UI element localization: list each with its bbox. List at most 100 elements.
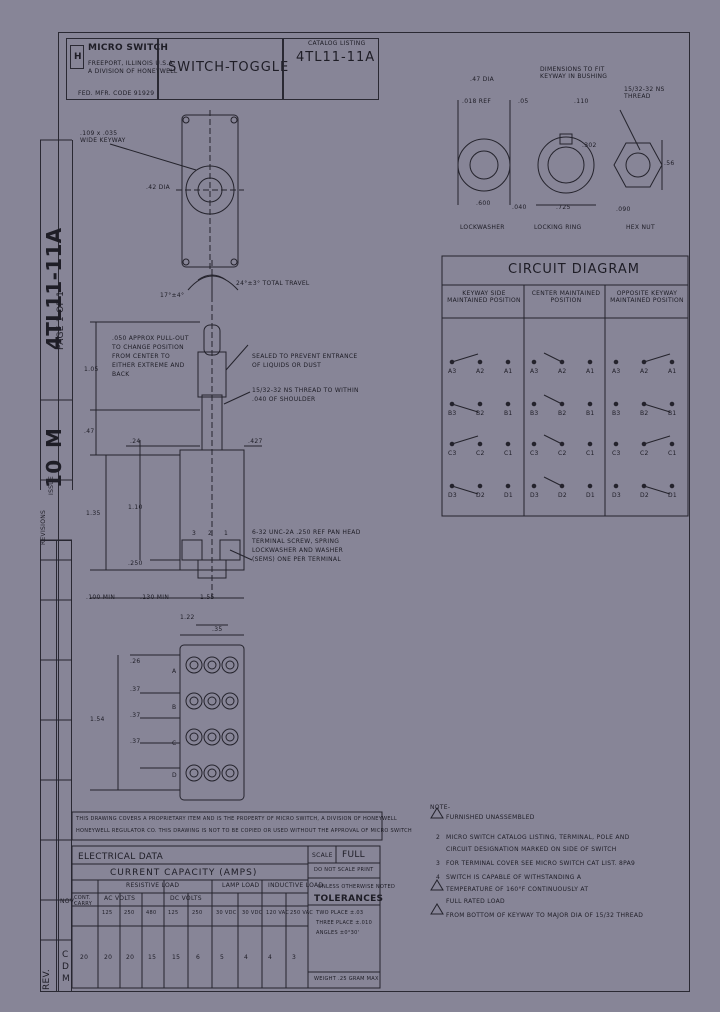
strip-line <box>72 140 73 490</box>
elec-col-header: 30 VDC <box>216 910 237 916</box>
dim: 1.10 <box>128 504 143 511</box>
circuit-contact <box>587 441 593 447</box>
circuit-contact <box>477 359 483 365</box>
dim: 1.05 <box>84 366 99 373</box>
circuit-blade <box>643 485 671 495</box>
circuit-blade <box>543 434 563 445</box>
circuit-contact <box>505 359 511 365</box>
hw-dim: .110 <box>574 98 589 105</box>
circuit-blade <box>451 403 479 413</box>
rev-code: M <box>62 974 71 984</box>
elec-value: 4 <box>268 954 273 961</box>
circuit-terminal-label: C1 <box>504 450 513 457</box>
circuit-terminal-label: B2 <box>640 410 649 417</box>
circuit-terminal-label: C1 <box>668 450 677 457</box>
dim: 1.35 <box>86 510 101 517</box>
circuit-terminal-label: C2 <box>476 450 485 457</box>
circuit-terminal-label: C2 <box>558 450 567 457</box>
tolerances-label: TOLERANCES <box>314 894 384 904</box>
locking-ring-label: LOCKING RING <box>534 224 582 231</box>
circuit-terminal-label: C3 <box>612 450 621 457</box>
circuit-col1: KEYWAY SIDE MAINTAINED POSITION <box>447 290 521 304</box>
lamp-label: LAMP LOAD <box>222 882 260 889</box>
circuit-terminal-label: D3 <box>530 492 540 499</box>
circuit-blade <box>643 435 671 445</box>
company-logo: H <box>70 45 84 69</box>
circuit-terminal-label: D2 <box>558 492 568 499</box>
elec-value: 15 <box>172 954 181 961</box>
circuit-contact <box>477 441 483 447</box>
note-line: FOR TERMINAL COVER SEE MICRO SWITCH CAT … <box>446 860 636 867</box>
dim: .24 <box>130 438 141 445</box>
terminal-screw <box>185 656 203 674</box>
dim: .47 <box>84 428 95 435</box>
volts-ac: AC VOLTS <box>104 895 136 902</box>
circuit-terminal-label: D3 <box>448 492 458 499</box>
scale-label: SCALE <box>312 852 333 859</box>
circuit-terminal-label: B3 <box>448 410 457 417</box>
terminal-screw-head <box>189 660 199 670</box>
circuit-contact <box>531 483 537 489</box>
keyway-note-main: .109 x .035 WIDE KEYWAY <box>80 130 126 144</box>
circuit-contact <box>505 483 511 489</box>
dim: 1.55 <box>200 594 215 601</box>
circuit-terminal-label: B1 <box>504 410 513 417</box>
elec-col-header: 120 VAC <box>266 910 290 916</box>
volts-dc: DC VOLTS <box>170 895 202 902</box>
catalog-number: 4TL11-11A <box>296 50 376 65</box>
dim: .37 <box>130 712 141 719</box>
terminal-screw-head <box>207 732 217 742</box>
terminal-number: 3 <box>192 530 197 537</box>
thread-note-main: 15/32-32 NS THREAD TO WITHIN .040 OF SHO… <box>252 387 359 403</box>
elec-value: 15 <box>148 954 157 961</box>
terminal-screw <box>221 692 239 710</box>
hw-dim: .302 <box>582 142 597 149</box>
part-name-block <box>158 38 283 100</box>
terminal-screw-head <box>225 768 235 778</box>
circuit-contact <box>613 441 619 447</box>
electrical-heading: ELECTRICAL DATA <box>78 852 164 862</box>
note-line: FURNISHED UNASSEMBLED <box>446 814 535 821</box>
grid-line <box>56 540 57 992</box>
company-block <box>66 38 158 100</box>
circuit-contact <box>613 483 619 489</box>
hw-dim: .725 <box>556 204 571 211</box>
circuit-terminal-label: C1 <box>586 450 595 457</box>
catalog-heading: CATALOG LISTING <box>308 40 366 47</box>
company-name: MICRO SWITCH <box>88 43 169 53</box>
terminal-screw-head <box>225 660 235 670</box>
weight-label: WEIGHT .25 GRAM MAX <box>314 976 379 982</box>
donot-label: DO NOT SCALE PRINT <box>314 867 374 873</box>
circuit-title: CIRCUIT DIAGRAM <box>508 262 640 277</box>
circuit-terminal-label: A1 <box>668 368 677 375</box>
row-label: A <box>172 668 177 675</box>
hw-dim: .600 <box>476 200 491 207</box>
circuit-contact <box>587 359 593 365</box>
circuit-terminal-label: A2 <box>640 368 649 375</box>
travel-label: 24°±3° TOTAL TRAVEL <box>236 280 310 287</box>
note-line: TEMPERATURE OF 160°F CONTINUOUSLY AT <box>446 886 589 893</box>
terminal-screw <box>185 764 203 782</box>
elec-value: 20 <box>80 954 89 961</box>
circuit-terminal-label: A3 <box>530 368 539 375</box>
terminal-screw-head <box>225 732 235 742</box>
elec-value: 20 <box>126 954 135 961</box>
terminal-screw <box>203 764 221 782</box>
circuit-terminal-label: D1 <box>586 492 596 499</box>
hw-dim: .56 <box>664 160 675 167</box>
circuit-terminal-label: B1 <box>668 410 677 417</box>
circuit-blade <box>451 485 479 495</box>
circuit-contact <box>477 401 483 407</box>
circuit-contact <box>587 401 593 407</box>
hw-dim: .040 <box>512 204 527 211</box>
scale-value: FULL <box>342 850 365 860</box>
circuit-col2: CENTER MAINTAINED POSITION <box>531 290 601 304</box>
part-label: SWITCH-TOGGLE <box>168 60 290 75</box>
circuit-blade <box>643 403 671 413</box>
thread-note: 15/32-32 NS THREAD <box>624 86 665 100</box>
dim: 1.54 <box>90 716 105 723</box>
terminal-screw-head <box>207 768 217 778</box>
angle-label: 17°±4° <box>160 292 185 299</box>
keyway-note: DIMENSIONS TO FIT KEYWAY IN BUSHING <box>540 66 608 80</box>
